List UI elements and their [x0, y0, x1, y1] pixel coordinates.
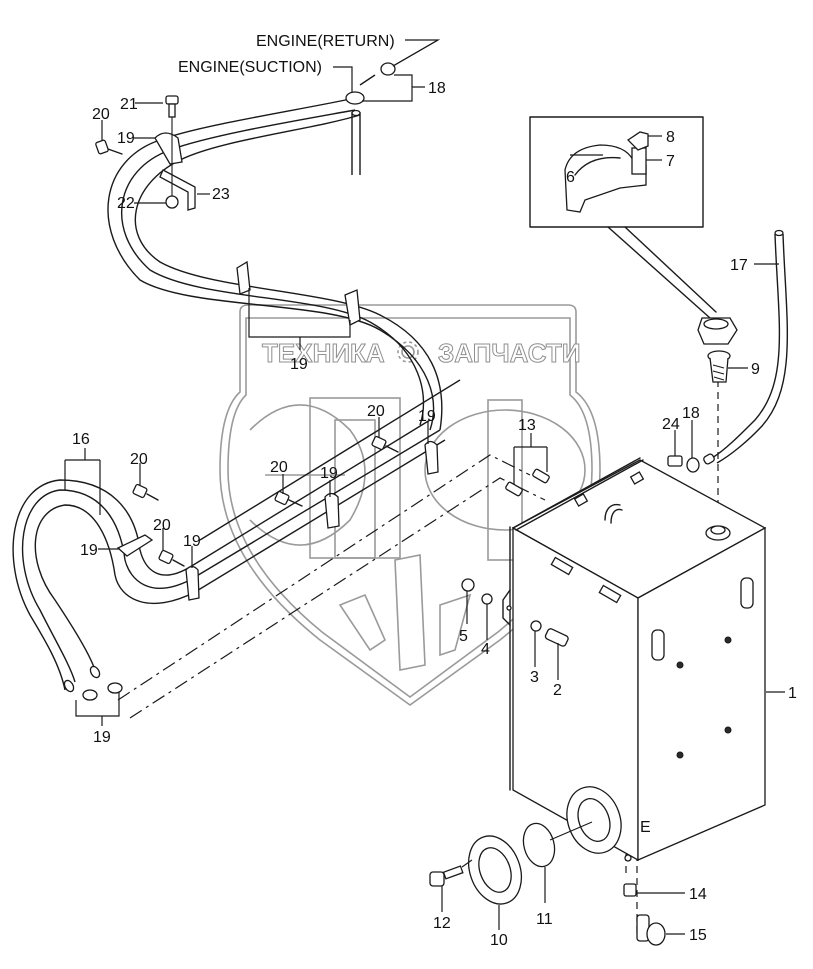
bolt-20-d	[132, 483, 148, 499]
callout-18: 18	[428, 80, 446, 97]
callout-19: 19	[320, 465, 338, 482]
callout-10: 10	[490, 932, 508, 949]
callout-20: 20	[153, 517, 171, 534]
connector-24	[667, 455, 683, 467]
strainer	[707, 350, 731, 383]
leader-lines	[64, 39, 785, 935]
callout-21: 21	[120, 96, 138, 113]
callout-4: 4	[481, 641, 490, 658]
clamp-18-lower-a	[82, 689, 98, 701]
svg-text:E: E	[640, 819, 651, 836]
label-engine-suction: ENGINE(SUCTION)	[178, 59, 322, 76]
callout-20: 20	[270, 459, 288, 476]
callout-20: 20	[92, 106, 110, 123]
callout-12: 12	[433, 915, 451, 932]
clip-19-c	[424, 440, 439, 475]
callout-6: 6	[566, 169, 575, 186]
callout-7: 7	[666, 153, 675, 170]
fuel-tank: E	[502, 457, 767, 862]
washer-3	[530, 620, 542, 632]
bolt-20-b	[371, 435, 387, 451]
clip-19-middle-b	[344, 289, 361, 326]
fuel-hoses	[12, 74, 461, 693]
callout-5: 5	[459, 628, 468, 645]
callout-20: 20	[367, 403, 385, 420]
nut-22	[165, 195, 179, 209]
watermark-buildings	[338, 554, 472, 671]
callout-19: 19	[290, 356, 308, 373]
clip-19-e	[116, 534, 154, 557]
callout-2: 2	[553, 682, 562, 699]
watermark: ТЕХНИКА ЗАПЧАСТИ	[219, 304, 601, 706]
callout-19: 19	[418, 408, 436, 425]
bolt-12	[429, 871, 445, 887]
watermark-shield-inner	[227, 317, 593, 698]
callout-24: 24	[662, 416, 680, 433]
clamp-suction	[345, 91, 365, 105]
bolt-20-upper	[95, 139, 109, 155]
callout-18: 18	[682, 405, 700, 422]
clip-19-upper	[154, 132, 183, 165]
bolt-20-e	[158, 549, 174, 565]
watermark-left-text: ТЕХНИКА	[262, 338, 385, 368]
connector-13-a	[532, 468, 550, 484]
callout-11: 11	[536, 911, 553, 928]
callout-9: 9	[751, 361, 760, 378]
filler-cap	[697, 317, 738, 345]
clip-19-f	[185, 565, 200, 601]
bolt-21	[165, 95, 179, 105]
small-parts	[82, 62, 715, 946]
callout-8: 8	[666, 129, 675, 146]
clip-19-d	[324, 492, 340, 529]
connector-13-b	[505, 481, 523, 497]
callout-15: 15	[689, 927, 707, 944]
nut-5	[461, 578, 475, 592]
bracket-23	[159, 169, 196, 211]
callout-23: 23	[212, 186, 230, 203]
watermark-letter-f	[424, 399, 586, 561]
label-engine-return: ENGINE(RETURN)	[256, 33, 395, 50]
callout-20: 20	[130, 451, 148, 468]
gasket-11	[522, 822, 556, 868]
callout-16: 16	[72, 431, 90, 448]
clamp-18-lower-b	[107, 682, 123, 694]
breather-hose	[711, 229, 788, 464]
callout-3: 3	[530, 669, 539, 686]
filler-cap-inset	[529, 116, 717, 319]
callout-18: 19	[93, 729, 111, 746]
labels: ENGINE(RETURN) ENGINE(SUCTION) 18 21 20 …	[72, 33, 797, 949]
callout-13: 13	[518, 417, 536, 434]
washer-4	[481, 593, 493, 605]
bolt-2	[544, 628, 569, 647]
gear-icon	[397, 341, 419, 363]
callout-22: 22	[117, 195, 135, 212]
clamp-return	[380, 62, 396, 76]
callout-19: 19	[183, 533, 201, 550]
watermark-right-text: ЗАПЧАСТИ	[438, 338, 581, 368]
bolt-20-c	[274, 490, 290, 506]
callout-17: 17	[730, 257, 748, 274]
callout-1: 1	[788, 685, 797, 702]
drain-plug-14	[623, 883, 637, 897]
callout-14: 14	[689, 886, 707, 903]
callout-19: 19	[80, 542, 98, 559]
clamp-18-tank	[686, 457, 700, 473]
callout-19: 19	[117, 130, 135, 147]
clip-19-middle-a	[236, 260, 251, 295]
